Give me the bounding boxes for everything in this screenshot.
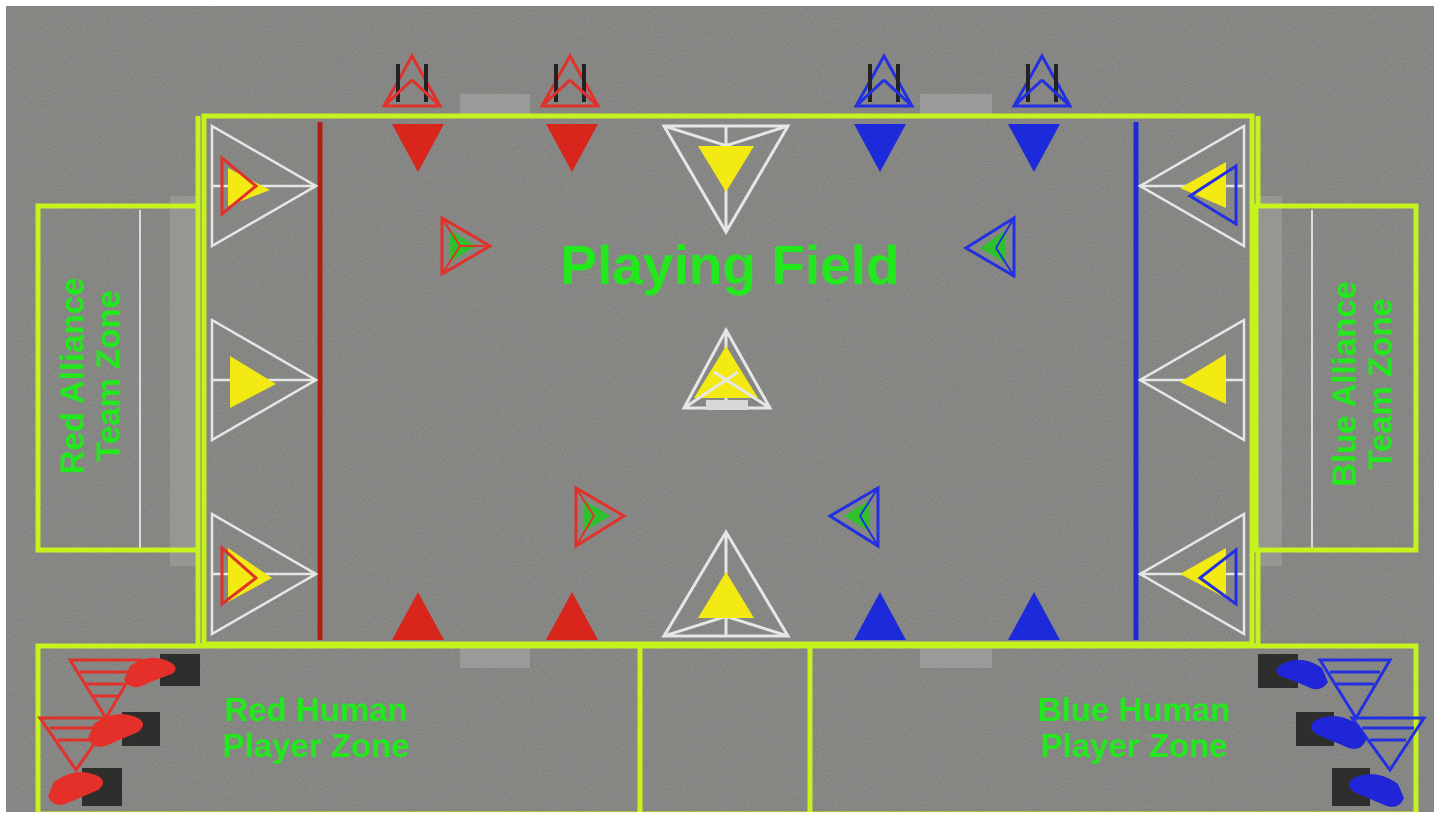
- red-human-player-zone-label: Red Human Player Zone: [198, 692, 434, 763]
- red-alliance-line-2: Team Zone: [90, 246, 126, 506]
- red-human-line-1: Red Human: [198, 692, 434, 728]
- red-human-line-2: Player Zone: [198, 728, 434, 764]
- playing-field-label: Playing Field: [520, 236, 940, 295]
- red-side-rail: [170, 196, 196, 566]
- pad-blue-bottom: [920, 646, 992, 668]
- red-alliance-team-zone-label: Red Alliance Team Zone: [54, 246, 125, 506]
- blue-human-line-1: Blue Human: [1016, 692, 1252, 728]
- pad-red-top: [460, 94, 530, 116]
- blue-alliance-line-2: Team Zone: [1362, 254, 1398, 514]
- blue-alliance-line-1: Blue Alliance: [1326, 254, 1362, 514]
- blue-alliance-team-zone-label: Blue Alliance Team Zone: [1326, 254, 1397, 514]
- pad-blue-top: [920, 94, 992, 116]
- blue-side-rail: [1256, 196, 1282, 566]
- blue-human-line-2: Player Zone: [1016, 728, 1252, 764]
- playing-field-title: Playing Field: [520, 236, 940, 295]
- pad-red-bottom: [460, 646, 530, 668]
- blue-human-player-zone-label: Blue Human Player Zone: [1016, 692, 1252, 763]
- red-alliance-line-1: Red Alliance: [54, 246, 90, 506]
